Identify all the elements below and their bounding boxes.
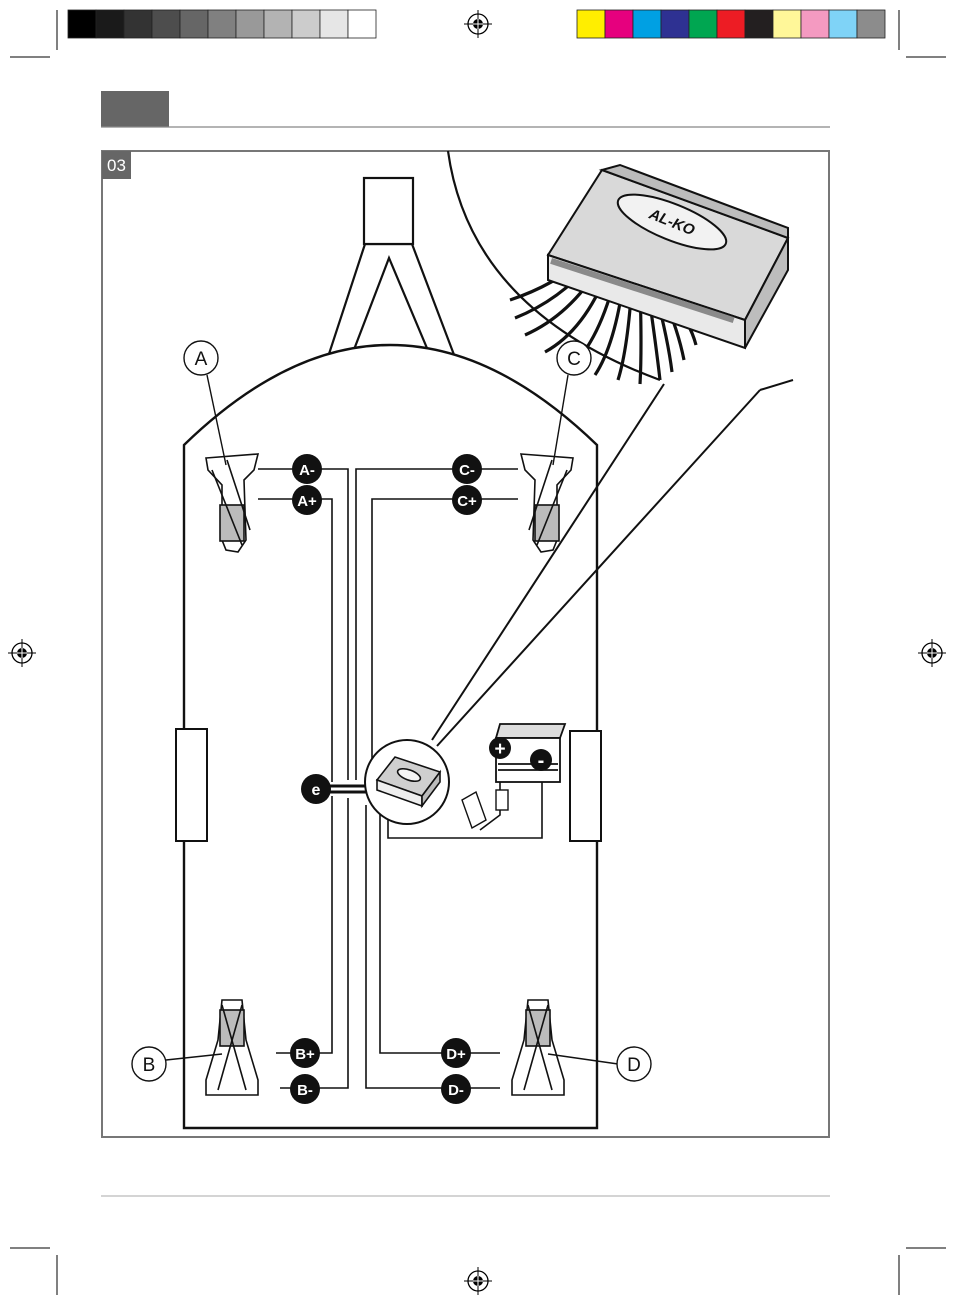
color-swatch	[745, 10, 773, 38]
svg-text:D+: D+	[446, 1046, 466, 1063]
color-swatch	[577, 10, 605, 38]
trailer-drawbar	[327, 178, 456, 360]
svg-text:C+: C+	[457, 493, 477, 510]
grayscale-swatch	[68, 10, 96, 38]
grayscale-swatch	[264, 10, 292, 38]
grayscale-swatch	[180, 10, 208, 38]
callout-wheel-d-label: D	[627, 1055, 641, 1076]
header-tab	[101, 91, 169, 127]
grayscale-swatch	[320, 10, 348, 38]
registration-mark-right	[918, 639, 946, 667]
callout-wheel-b-label: B	[143, 1055, 156, 1076]
svg-text:-: -	[538, 750, 545, 772]
control-unit-large	[548, 165, 788, 348]
svg-text:+: +	[494, 739, 505, 760]
svg-text:A+: A+	[297, 493, 317, 510]
color-swatch	[717, 10, 745, 38]
mudguard-left	[176, 729, 207, 841]
color-swatch	[633, 10, 661, 38]
wire-badge-a-minus: A-	[292, 454, 322, 484]
grayscale-swatch	[96, 10, 124, 38]
callout-wheel-a-label: A	[195, 349, 208, 370]
svg-text:B-: B-	[297, 1082, 313, 1099]
wire-badge-d-plus: D+	[441, 1038, 471, 1068]
figure-label: 03	[107, 156, 126, 175]
svg-text:C-: C-	[459, 462, 475, 479]
mudguard-right	[570, 731, 601, 841]
wire-badge-c-plus: C+	[452, 485, 482, 515]
callout-wheel-d: D	[617, 1047, 651, 1081]
grayscale-swatch	[348, 10, 376, 38]
wire-badge-e: e	[301, 774, 331, 804]
wire-badge-a-plus: A+	[292, 485, 322, 515]
callout-wheel-b: B	[132, 1047, 166, 1081]
grayscale-swatch	[236, 10, 264, 38]
zoom-line-2	[760, 380, 793, 390]
grayscale-swatch	[292, 10, 320, 38]
color-calibration-bar	[577, 10, 885, 38]
svg-text:e: e	[312, 782, 321, 799]
wire-badge-c-minus: C-	[452, 454, 482, 484]
wire-badge-b-minus: B-	[290, 1074, 320, 1104]
callout-wheel-a: A	[184, 341, 218, 375]
color-swatch	[605, 10, 633, 38]
svg-text:D-: D-	[448, 1082, 464, 1099]
svg-text:B+: B+	[295, 1046, 315, 1063]
color-swatch	[829, 10, 857, 38]
callout-wheel-c-label: C	[567, 349, 581, 370]
callout-wheel-c: C	[557, 341, 591, 375]
color-swatch	[689, 10, 717, 38]
hitch-coupling	[364, 178, 413, 244]
grayscale-swatch	[208, 10, 236, 38]
color-swatch	[773, 10, 801, 38]
grayscale-swatch	[152, 10, 180, 38]
wire-badge-b-plus: B+	[290, 1038, 320, 1068]
registration-mark-top	[464, 10, 492, 38]
grayscale-swatch	[124, 10, 152, 38]
color-swatch	[661, 10, 689, 38]
color-swatch	[857, 10, 885, 38]
svg-text:A-: A-	[299, 462, 315, 479]
color-swatch	[801, 10, 829, 38]
grayscale-calibration-bar	[68, 10, 376, 38]
wire-badge-d-minus: D-	[441, 1074, 471, 1104]
registration-mark-bottom	[464, 1267, 492, 1295]
registration-mark-left	[8, 639, 36, 667]
